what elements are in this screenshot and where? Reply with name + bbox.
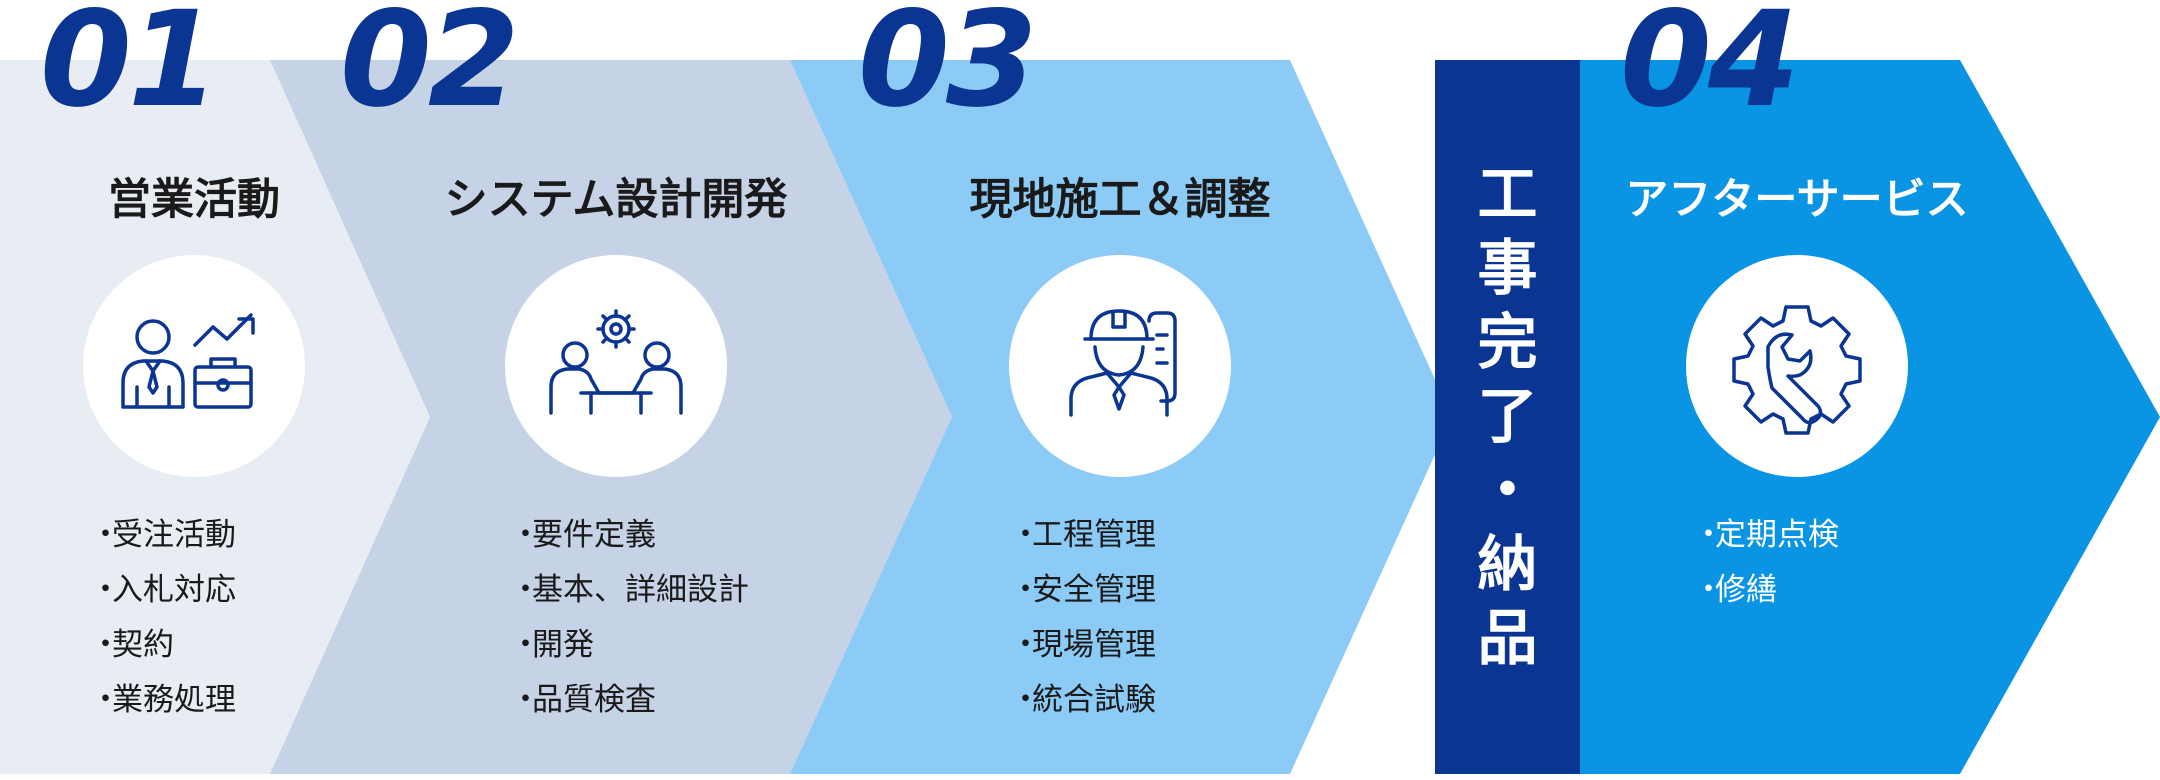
step-1-number: 01 <box>40 0 220 137</box>
completion-char: 事 <box>1477 234 1538 304</box>
list-item: ・基本、詳細設計 <box>510 572 749 608</box>
step-4-icon-circle <box>1686 255 1908 477</box>
step-4-number: 04 <box>1620 0 1800 137</box>
step-2-title: システム設計開発 <box>444 175 788 225</box>
completion-char: 工 <box>1477 160 1538 230</box>
step-3-list: ・工程管理 ・安全管理 ・現場管理 ・統合試験 <box>1010 508 1156 728</box>
list-item: ・受注活動 <box>90 517 236 553</box>
step-1-title: 営業活動 <box>108 175 280 225</box>
step-2-list: ・要件定義 ・基本、詳細設計 ・開発 ・品質検査 <box>510 508 749 728</box>
step-4-title: アフターサービス <box>1625 175 1969 225</box>
list-item: ・契約 <box>90 627 174 663</box>
completion-char: 完 <box>1477 308 1538 378</box>
list-item: ・要件定義 <box>510 517 656 553</box>
gear-wrench-icon <box>1732 305 1862 435</box>
list-item: ・統合試験 <box>1010 682 1156 718</box>
step-2-icon-circle <box>505 255 727 477</box>
list-item: ・安全管理 <box>1010 572 1156 608</box>
completion-label: 工 事 完 了 ・ 納 品 <box>1435 60 1580 774</box>
businessman-growth-briefcase-icon <box>121 313 255 409</box>
completion-band <box>1435 60 1580 774</box>
completion-char: 納 <box>1477 530 1538 600</box>
step-1-icon-circle <box>83 255 305 477</box>
list-item: ・定期点検 <box>1693 517 1839 553</box>
list-item: ・入札対応 <box>90 572 236 608</box>
list-item: ・品質検査 <box>510 682 656 718</box>
step-4-list: ・定期点検 ・修繕 <box>1693 508 1839 618</box>
step-2-number: 02 <box>340 0 520 137</box>
list-item: ・工程管理 <box>1010 517 1156 553</box>
completion-char: ・ <box>1477 456 1538 526</box>
list-item: ・業務処理 <box>90 682 236 718</box>
list-item: ・開発 <box>510 627 594 663</box>
completion-char: 了 <box>1477 382 1538 452</box>
step-3-number: 03 <box>858 0 1038 137</box>
meeting-gear-icon <box>549 309 683 415</box>
completion-char: 品 <box>1477 604 1538 674</box>
step-3-icon-circle <box>1009 255 1231 477</box>
step-1-list: ・受注活動 ・入札対応 ・契約 ・業務処理 <box>90 508 236 728</box>
engineer-hardhat-blueprint-icon <box>1069 309 1177 417</box>
step-3-title: 現地施工＆調整 <box>969 175 1271 225</box>
list-item: ・現場管理 <box>1010 627 1156 663</box>
list-item: ・修繕 <box>1693 572 1777 608</box>
